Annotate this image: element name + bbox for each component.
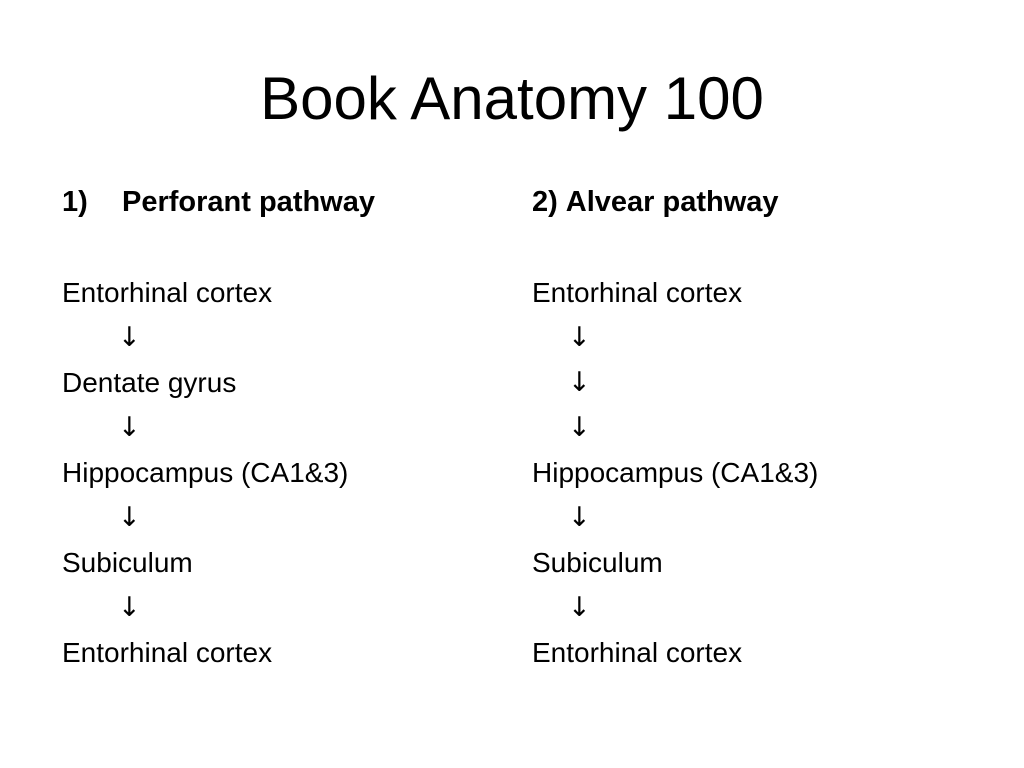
down-arrow-icon: ↓ <box>568 367 591 398</box>
heading-number: 1) <box>62 186 88 218</box>
pathway-step: Dentate gyrus <box>62 367 237 398</box>
pathway-step: Hippocampus (CA1&3) <box>62 457 349 488</box>
down-arrow-icon: ↓ <box>568 502 591 533</box>
down-arrow-icon: ↓ <box>118 322 141 353</box>
pathway-step: Entorhinal cortex <box>532 637 743 668</box>
down-arrow-icon: ↓ <box>568 592 591 623</box>
pathway-step: Entorhinal cortex <box>62 637 273 668</box>
heading-number: 2) <box>532 186 558 218</box>
pathway-step: Subiculum <box>532 547 663 578</box>
heading-label: Perforant pathway <box>122 186 375 218</box>
down-arrow-icon: ↓ <box>118 592 141 623</box>
down-arrow-icon: ↓ <box>568 412 591 443</box>
alvear-pathway-column: 2)Alvear pathway Entorhinal cortex ↓ ↓ ↓… <box>532 180 992 675</box>
down-arrow-icon: ↓ <box>568 322 591 353</box>
column-heading: 1) Perforant pathway <box>62 180 522 224</box>
perforant-pathway-column: 1)Perforant pathway Entorhinal cortex ↓ … <box>62 180 522 675</box>
pathway-step: Hippocampus (CA1&3) <box>532 457 819 488</box>
heading-label: Alvear pathway <box>565 186 779 218</box>
pathway-step: Entorhinal cortex <box>532 277 743 308</box>
pathway-step: Entorhinal cortex <box>62 277 273 308</box>
down-arrow-icon: ↓ <box>118 412 141 443</box>
column-heading: 2)Alvear pathway <box>532 180 992 224</box>
pathway-step: Subiculum <box>62 547 193 578</box>
down-arrow-icon: ↓ <box>118 502 141 533</box>
slide-title: Book Anatomy 100 <box>260 65 764 132</box>
